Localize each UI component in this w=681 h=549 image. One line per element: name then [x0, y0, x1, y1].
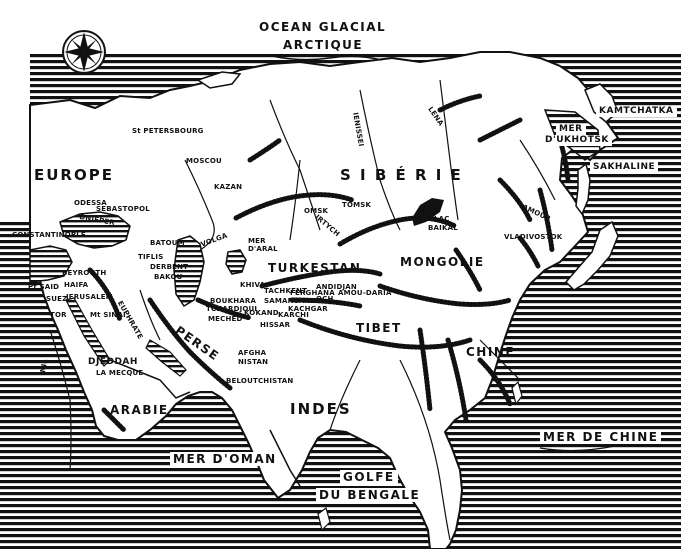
red-sea — [65, 297, 111, 367]
left-margin-top — [0, 0, 30, 220]
label-boukhara: BOUKHARA — [210, 297, 257, 305]
mediterranean-sea — [29, 245, 73, 283]
rivers — [49, 79, 556, 541]
label-china-sea: MER DE CHINE — [540, 430, 662, 444]
label-indes: INDES — [290, 400, 352, 418]
label-haifa: HAIFA — [64, 281, 89, 289]
arctic-flourish — [271, 55, 383, 61]
label-beyrouth: BEYROUTH — [62, 269, 107, 277]
label-chine: CHINE — [466, 345, 516, 359]
black-sea — [59, 211, 131, 249]
label-tachkent: TACHKENT — [264, 287, 308, 295]
label-tiflis: TIFLIS — [138, 253, 164, 261]
label-tomsk: TOMSK — [342, 201, 372, 209]
label-vladivostok: VLADIVOSTOK — [504, 233, 563, 241]
label-sebastopol: SEBASTOPOL — [96, 205, 150, 213]
label-constantinople: CONSTANTINOPLE — [12, 231, 86, 239]
label-bakou: BAKOU — [154, 273, 183, 281]
mountain-ranges — [87, 93, 571, 433]
label-kokand: KOKAND — [244, 309, 279, 317]
label-hissar: HISSAR — [260, 321, 291, 329]
label-suez: SUEZ — [46, 295, 68, 303]
taiwan-island — [511, 380, 523, 406]
label-okhotsk-1: MER — [556, 124, 586, 135]
label-tibet: TIBET — [356, 321, 402, 335]
label-afghanistan-2: NISTAN — [238, 358, 269, 366]
label-arctic-ocean-1: OCEAN GLACIAL — [256, 20, 390, 34]
label-europe: EUROPE — [34, 166, 114, 184]
label-andidjan: ANDIDJAN — [316, 283, 357, 291]
label-derbent: DERBENT — [150, 263, 189, 271]
label-khiva: KHIVA — [240, 281, 266, 289]
japan-islands — [564, 220, 619, 291]
label-arabie: ARABIE — [110, 403, 169, 417]
label-mt-sinai: Mt SINAI — [90, 311, 126, 319]
label-mer-aral-1: MER — [248, 237, 266, 245]
label-afghanistan-1: AFGHA — [238, 349, 267, 357]
label-amou-daria: AMOU-DARIA — [338, 289, 392, 297]
label-lac-baikal-1: LAC — [434, 215, 450, 223]
label-ferghana: FERGHANA — [290, 289, 335, 297]
label-beloutchistan: BELOUTCHISTAN — [226, 377, 294, 385]
label-bengal-1: GOLFE — [340, 470, 398, 484]
label-port-said: Pt SAID — [28, 283, 60, 291]
label-turkestan: TURKESTAN — [268, 261, 362, 275]
compass-rose-icon — [62, 30, 106, 74]
india-coast — [269, 429, 301, 487]
label-batoum: BATOUM — [150, 239, 185, 247]
label-meched: MECHED — [208, 315, 243, 323]
novaya-zemlya — [196, 71, 242, 89]
label-mongolie: MONGOLIE — [400, 255, 485, 269]
persian-gulf — [145, 339, 187, 377]
label-samarkande: SAMARCANDE — [264, 297, 322, 305]
label-kachgar: KACHGAR — [288, 305, 328, 313]
label-st-petersbourg: St PETERSBOURG — [132, 127, 204, 135]
label-sea-oman: MER D'OMAN — [170, 452, 280, 466]
sakhalin-island — [575, 162, 591, 216]
label-siberie: S I B É R I E — [340, 166, 463, 184]
label-och: OCH — [316, 295, 334, 303]
label-moscou: MOSCOU — [186, 157, 222, 165]
label-karchi: KARCHI — [278, 311, 310, 319]
label-mer-aral-2: D'ARAL — [248, 245, 278, 253]
aral-sea — [225, 249, 247, 275]
china-sea-flourish — [539, 445, 616, 452]
label-djeddah: DJEDDAH — [88, 357, 138, 367]
label-jerusalem: JERUSALEM — [66, 293, 113, 301]
label-omsk: OMSK — [304, 207, 329, 215]
label-la-mecque: LA MECQUE — [96, 369, 144, 377]
label-odessa: ODESSA — [74, 199, 107, 207]
label-tor: TOR — [50, 311, 67, 319]
label-lac-baikal-2: BAIKAL — [428, 224, 458, 232]
label-sakhaline: SAKHALINE — [590, 162, 659, 173]
label-arctic-ocean-2: ARCTIQUE — [280, 38, 367, 52]
label-bengal-2: DU BENGALE — [316, 488, 424, 502]
label-okhotsk-2: D'UKHOTSK — [542, 135, 612, 146]
label-kazan: KAZAN — [214, 183, 243, 191]
ceylon-island — [317, 506, 331, 532]
label-kamtchatka: KAMTCHATKA — [596, 106, 677, 117]
caspian-sea — [173, 235, 205, 308]
label-tchardjoui: TCHARDJOUI — [206, 305, 258, 313]
